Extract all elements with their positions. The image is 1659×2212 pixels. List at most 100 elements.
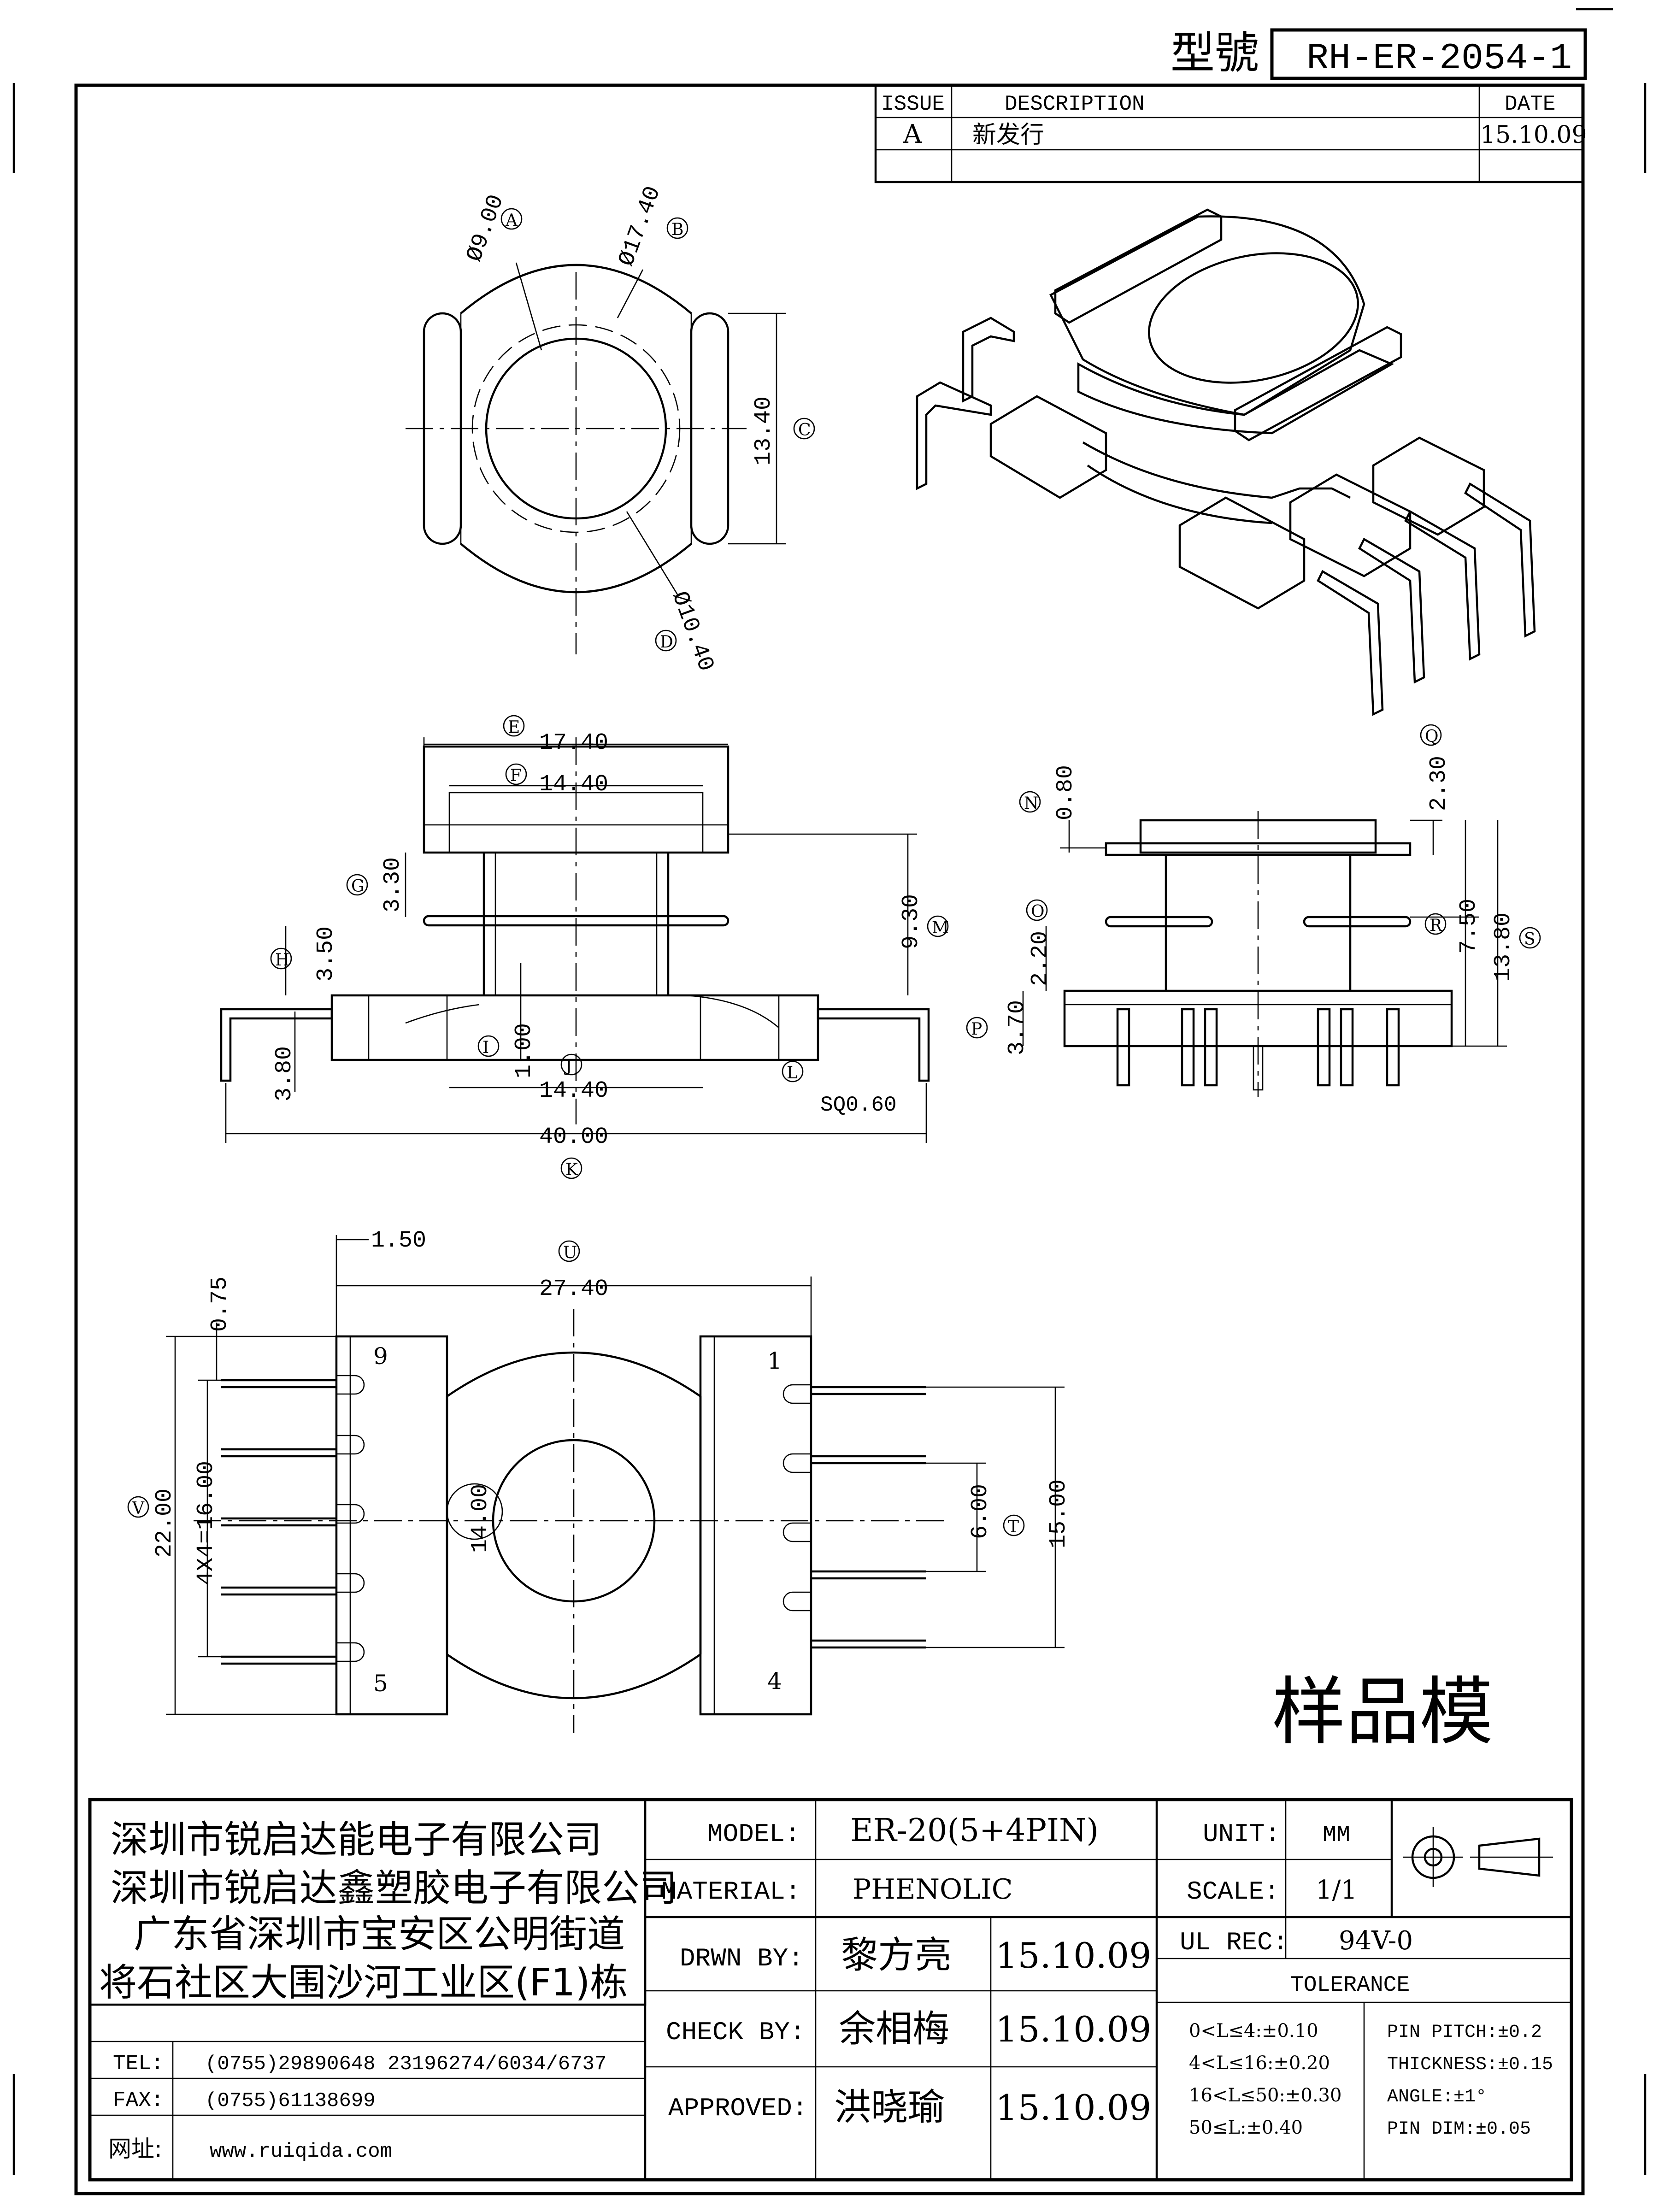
rev-row-issue: A (903, 119, 922, 149)
svg-text:N: N (1024, 794, 1039, 813)
svg-text:V: V (132, 1499, 145, 1518)
marker-j: J (560, 1053, 582, 1076)
rev-col-description: DESCRIPTION (1005, 92, 1145, 116)
pin-label-9: 9 (373, 1343, 388, 1370)
dim-15-00: 15.00 (1046, 1479, 1072, 1548)
dim-e-width: 17.40 (539, 730, 608, 756)
svg-text:A: A (505, 211, 518, 230)
side-view: 0.80 2.20 3.70 2.30 7.50 13.80 N O P Q R… (966, 724, 1541, 1097)
company-line-4: 将石社区大围沙河工业区(F1)栋 (99, 1961, 628, 2005)
svg-text:F: F (510, 766, 522, 785)
projection-symbol-icon (1403, 1827, 1553, 1887)
rev-row-description: 新发行 (972, 121, 1044, 149)
svg-text:G: G (351, 877, 365, 896)
tol-left-2: 4<L≤16:±0.20 (1189, 2053, 1330, 2074)
drawn-name: 黎方亮 (841, 1934, 952, 1977)
marker-u: U (558, 1240, 580, 1262)
svg-text:J: J (564, 1057, 572, 1076)
svg-text:B: B (671, 220, 683, 239)
marker-a: A (500, 208, 523, 230)
svg-text:Q: Q (1425, 727, 1439, 746)
bottom-view: 1.50 0.75 27.40 22.00 4X4=16.00 14.00 6.… (127, 1228, 1072, 1733)
svg-text:P: P (971, 1020, 982, 1039)
company-line-1: 深圳市锐启达能电子有限公司 (111, 1818, 602, 1862)
svg-text:M: M (932, 918, 949, 937)
dim-i-1-00: 1.00 (511, 1023, 537, 1078)
pin-label-4: 4 (767, 1668, 782, 1694)
dim-b-dia: Ø17.40 (613, 183, 666, 270)
svg-text:D: D (660, 633, 673, 652)
drawn-date: 15.10.09 (995, 1935, 1151, 1976)
marker-m: M (927, 915, 949, 937)
marker-p: P (966, 1017, 988, 1039)
marker-s: S (1519, 927, 1541, 949)
dim-g-height: 3.30 (380, 857, 406, 912)
dim-c-height: 13.40 (751, 396, 777, 465)
svg-text:L: L (787, 1064, 798, 1082)
dim-v-22-00: 22.00 (152, 1488, 178, 1558)
pin-label-1: 1 (767, 1347, 782, 1374)
tol-right-3: ANGLE:±1° (1387, 2087, 1487, 2107)
dim-14-00: 14.00 (467, 1484, 494, 1553)
marker-o: O (1026, 899, 1048, 921)
check-date: 15.10.09 (995, 2009, 1151, 2050)
unit-value: MM (1323, 1822, 1350, 1848)
revision-table: ISSUE DESCRIPTION DATE A 新发行 15.10.09 (874, 84, 1587, 183)
marker-n: N (1019, 791, 1041, 813)
svg-text:T: T (1008, 1518, 1019, 1536)
dim-n-0-80: 0.80 (1053, 765, 1079, 820)
svg-text:I: I (482, 1038, 489, 1057)
scale-value: 1/1 (1316, 1875, 1357, 1905)
web-label: 网址: (108, 2136, 162, 2162)
check-name: 余相梅 (839, 2007, 949, 2050)
marker-r: R (1424, 913, 1447, 935)
model-value: ER-20(5+4PIN) (850, 1812, 1099, 1849)
pin-label-5: 5 (373, 1670, 388, 1697)
svg-text:U: U (563, 1243, 577, 1262)
marker-k: K (560, 1157, 582, 1179)
model-field-label: MODEL: (707, 1819, 800, 1849)
dim-r-7-50: 7.50 (1456, 899, 1482, 954)
marker-e: E (503, 715, 525, 737)
svg-text:H: H (275, 951, 289, 970)
tol-left-4: 50≤L:±0.40 (1189, 2117, 1303, 2138)
rev-col-date: DATE (1505, 92, 1555, 116)
svg-text:K: K (565, 1160, 578, 1179)
scale-label: SCALE: (1187, 1877, 1280, 1906)
dim-p-3-70: 3.70 (1004, 1000, 1030, 1055)
rev-row-date: 15.10.09 (1480, 121, 1587, 149)
check-label: CHECK BY: (666, 2018, 805, 2047)
material-label: MATERIAL: (661, 1877, 800, 1906)
dim-t-6-00: 6.00 (967, 1484, 994, 1539)
material-value: PHENOLIC (853, 1873, 1013, 1906)
dim-3-80: 3.80 (271, 1046, 298, 1101)
web-value: www.ruiqida.com (210, 2140, 392, 2163)
dim-d-dia: Ø10.40 (666, 588, 719, 675)
dim-f-width: 14.40 (539, 771, 608, 798)
marker-c: C (793, 418, 815, 440)
tel-label: TEL: (113, 2052, 164, 2076)
tol-right-1: PIN PITCH:±0.2 (1387, 2022, 1542, 2043)
dim-o-2-20: 2.20 (1027, 931, 1053, 986)
sample-stamp: 样品模 (1272, 1669, 1493, 1755)
marker-h: H (270, 947, 292, 970)
dim-q-2-30: 2.30 (1426, 756, 1452, 811)
approved-date: 15.10.09 (995, 2087, 1151, 2128)
svg-text:E: E (508, 718, 520, 737)
dim-pitch: 4X4=16.00 (193, 1461, 219, 1585)
dim-m-height: 9.30 (898, 894, 924, 949)
dim-u-27-40: 27.40 (539, 1276, 608, 1302)
approved-label: APPROVED: (668, 2094, 807, 2123)
tol-right-4: PIN DIM:±0.05 (1387, 2119, 1531, 2140)
fax-label: FAX: (113, 2088, 164, 2112)
front-view: 17.40 14.40 3.30 3.50 9.30 3.80 1.00 14.… (220, 715, 949, 1179)
model-label: 型號 (1171, 27, 1259, 79)
tolerance-label: TOLERANCE (1290, 1973, 1410, 1998)
tel-value: (0755)29890648 23196274/6034/6737 (205, 2053, 606, 2076)
svg-text:C: C (798, 421, 811, 440)
marker-l: L (782, 1060, 804, 1082)
dim-h-height: 3.50 (313, 926, 339, 982)
dim-s-13-80: 13.80 (1490, 912, 1517, 982)
marker-q: Q (1420, 724, 1442, 746)
